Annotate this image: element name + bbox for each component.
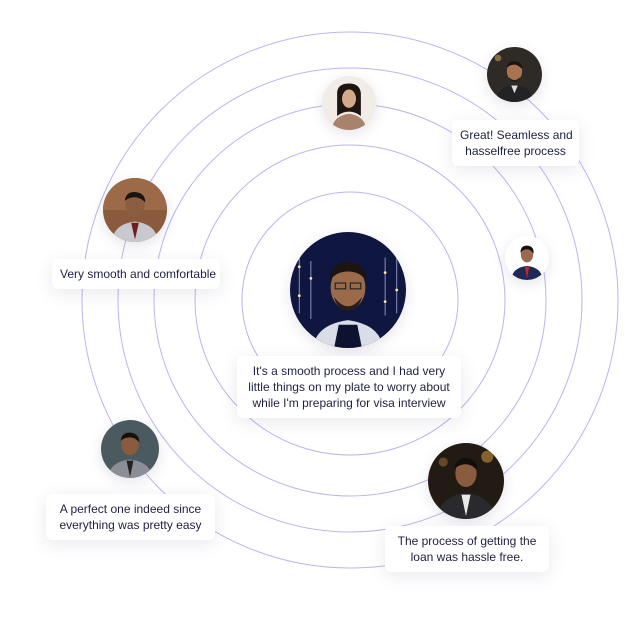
testimonial-bottom-left: A perfect one indeed since everything wa… [46, 494, 215, 540]
testimonial-line: everything was pretty easy [59, 518, 202, 532]
testimonial-line: hasselfree process [465, 144, 566, 158]
orbit-ring-4 [117, 67, 583, 533]
avatar-bottom-right [428, 443, 504, 519]
testimonial-top-right: Great! Seamless and hasselfree process [452, 120, 579, 166]
avatar-bottom-left [101, 420, 159, 478]
orbit-ring-2 [194, 144, 506, 456]
avatar-center [290, 232, 406, 348]
orbit-ring-5 [81, 31, 619, 569]
testimonial-line: while I'm preparing for visa interview [252, 396, 446, 410]
testimonial-line: The process of getting the [397, 534, 537, 548]
testimonial-line: Great! Seamless and [460, 128, 573, 142]
testimonial-left: Very smooth and comfortable [52, 259, 220, 289]
testimonial-line: loan was hassle free. [410, 550, 524, 564]
avatar-top-right [487, 47, 542, 102]
avatar-right [505, 236, 549, 280]
testimonial-bottom-right: The process of getting the loan was hass… [385, 526, 549, 572]
avatar-top [322, 76, 376, 130]
testimonial-center: It's a smooth process and I had very lit… [237, 356, 461, 418]
avatar-left [103, 178, 167, 242]
testimonial-line: Very smooth and comfortable [60, 267, 217, 281]
testimonial-line: little things on my plate to worry about [248, 380, 450, 394]
testimonial-line: It's a smooth process and I had very [252, 364, 446, 378]
testimonial-line: A perfect one indeed since [59, 502, 202, 516]
